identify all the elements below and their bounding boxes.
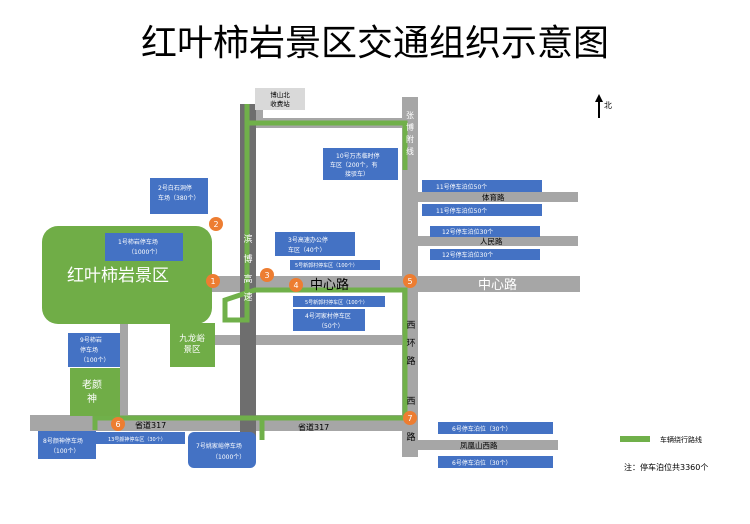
total-note: 注：停车泊位共3360个 bbox=[624, 462, 708, 472]
road-branch bbox=[210, 335, 402, 345]
svg-text:6: 6 bbox=[115, 420, 120, 429]
p4-text-1: 4号河家村停车区 bbox=[305, 312, 351, 320]
p3-text-1: 3号高速办公停 bbox=[288, 236, 328, 244]
road-label-zhongxin-left: 中心路 bbox=[310, 277, 349, 293]
toll-label-2: 收费站 bbox=[270, 99, 290, 108]
svg-text:九龙峪景区: 九龙峪景区 bbox=[179, 333, 205, 355]
p9-text-3: （100个） bbox=[80, 357, 109, 364]
svg-text:博: 博 bbox=[243, 253, 252, 265]
svg-text:3: 3 bbox=[264, 271, 269, 280]
p2-text-1: 2号白石洞停 bbox=[158, 184, 192, 192]
route-nodes: 1 2 3 4 5 6 7 bbox=[111, 217, 417, 431]
jiulongyu-label-1: 九龙峪 bbox=[179, 333, 205, 344]
svg-text:附: 附 bbox=[406, 134, 414, 144]
jiulongyu-area bbox=[170, 323, 215, 367]
laoyanshen-label-1: 老颜 bbox=[82, 378, 102, 391]
svg-text:5: 5 bbox=[407, 277, 412, 286]
toll-label-1: 博山北 bbox=[270, 90, 290, 99]
svg-text:1: 1 bbox=[210, 277, 215, 286]
p10-text-3: 接驳车） bbox=[345, 170, 369, 178]
p5b-text: 5号新郭村停车区（100个） bbox=[305, 299, 368, 306]
laoyanshen-area bbox=[70, 368, 120, 416]
p6b-text: 6号停车泊位（30个） bbox=[452, 459, 511, 467]
p5-text: 5号新郭村停车区（100个） bbox=[295, 262, 358, 269]
p9-text-2: 停车场 bbox=[80, 346, 98, 354]
parking-boxes bbox=[38, 148, 553, 468]
p12b-text: 12号停车泊位30个 bbox=[442, 251, 493, 259]
road-label-tiyu: 体育路 bbox=[482, 192, 505, 202]
road-renmin bbox=[418, 236, 578, 246]
p11b-text: 11号停车泊位50个 bbox=[436, 207, 487, 215]
p10-text-1: 10号万杰临时停 bbox=[336, 152, 380, 160]
p2-text-2: 车场（380个） bbox=[158, 194, 199, 202]
svg-text:西: 西 bbox=[406, 320, 415, 331]
p10-text-2: 车区（200个，有 bbox=[330, 161, 377, 169]
svg-text:西: 西 bbox=[406, 396, 415, 407]
p9-text-1: 9号柿岩 bbox=[80, 336, 102, 344]
p1-text-2: （1000个） bbox=[128, 249, 161, 256]
p13-text: 13号颜神停车区（30个） bbox=[108, 436, 166, 443]
svg-text:博山北收费站: 博山北收费站 bbox=[270, 90, 290, 108]
p12a-text: 12号停车泊位30个 bbox=[442, 228, 493, 236]
north-arrow-icon bbox=[595, 94, 603, 118]
north-label: 北 bbox=[604, 101, 612, 110]
p8-text-1: 8号颜神停车场 bbox=[43, 437, 83, 445]
jiulongyu-label-2: 景区 bbox=[183, 345, 201, 355]
legend-route-swatch bbox=[620, 436, 650, 442]
p11a-text: 11号停车泊位50个 bbox=[436, 183, 487, 191]
p7-text-2: （1000个） bbox=[212, 454, 245, 461]
road-fenghuang bbox=[418, 440, 558, 450]
svg-text:2: 2 bbox=[213, 220, 218, 229]
svg-text:速: 速 bbox=[243, 292, 252, 303]
svg-text:环: 环 bbox=[406, 338, 415, 349]
legend-route-label: 车辆绕行路线 bbox=[660, 435, 702, 444]
svg-text:滨: 滨 bbox=[243, 233, 252, 245]
svg-text:路: 路 bbox=[406, 431, 415, 443]
p4-text-2: （50个） bbox=[318, 323, 344, 330]
road-label-fenghuang: 凤凰山西路 bbox=[460, 440, 498, 450]
p6a-text: 6号停车泊位（30个） bbox=[452, 425, 511, 433]
svg-text:路: 路 bbox=[406, 355, 415, 367]
toll-station bbox=[255, 88, 305, 110]
svg-text:张: 张 bbox=[406, 111, 414, 120]
road-branch2 bbox=[120, 323, 128, 418]
road-label-renmin: 人民路 bbox=[480, 236, 503, 246]
svg-text:7: 7 bbox=[407, 414, 412, 423]
svg-text:老颜神: 老颜神 bbox=[82, 378, 102, 405]
p7-text-1: 7号姚家峪停车场 bbox=[196, 442, 242, 450]
svg-text:博: 博 bbox=[406, 122, 414, 132]
road-label-sheng317-left: 省道317 bbox=[135, 420, 166, 430]
laoyanshen-label-2: 神 bbox=[87, 392, 97, 405]
road-toll bbox=[255, 108, 263, 126]
p3-text-2: 车区（40个） bbox=[288, 246, 326, 254]
page-title: 红叶柿岩景区交通组织示意图 bbox=[141, 23, 609, 64]
svg-text:4: 4 bbox=[293, 281, 298, 290]
svg-text:线: 线 bbox=[406, 146, 414, 156]
p1-text-1: 1号柿岩停车场 bbox=[118, 238, 158, 246]
scenic-area-label: 红叶柿岩景区 bbox=[67, 266, 169, 286]
road-label-sheng317-right: 省道317 bbox=[298, 422, 329, 432]
p8-text-2: （100个） bbox=[50, 448, 79, 455]
svg-text:高: 高 bbox=[243, 273, 252, 285]
road-tiyu bbox=[418, 192, 578, 202]
road-label-zhongxin-right: 中心路 bbox=[478, 277, 517, 293]
